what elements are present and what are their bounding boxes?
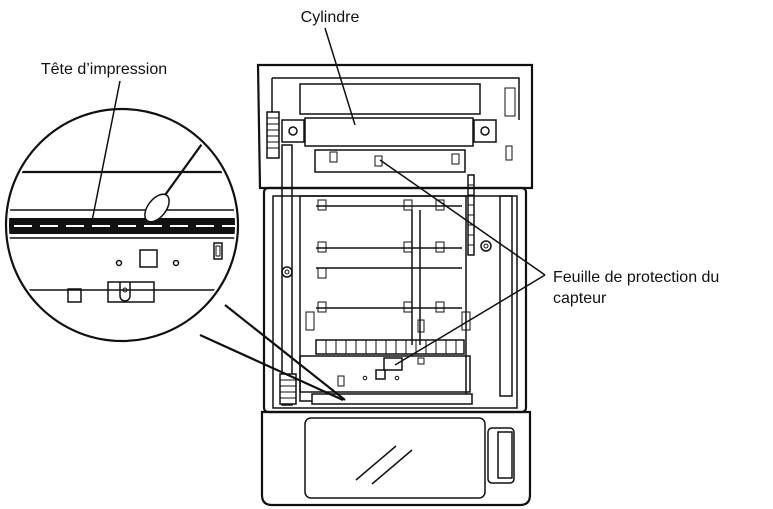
- screw-icon: [281, 266, 293, 278]
- label-sensor-sheet-line1: Feuille de protection du: [553, 269, 719, 286]
- label-sensor-sheet-line2: capteur: [553, 290, 607, 307]
- magnifier-circle: [4, 107, 240, 343]
- printer-base: [260, 410, 532, 507]
- callout-lines: [91, 27, 546, 366]
- screw-icon: [480, 240, 492, 252]
- label-print-head: Tête d’impression: [41, 61, 167, 78]
- printer-cover: [256, 63, 534, 190]
- sensor-protection-sheet: [375, 369, 386, 380]
- cotton-swab-tip: [144, 193, 170, 223]
- paper-window: [304, 417, 486, 499]
- print-head-strip: [311, 393, 473, 405]
- printer-body: [256, 63, 534, 507]
- gear-left: [266, 111, 280, 159]
- platen-cylinder: [304, 117, 474, 147]
- label-platen: Cylindre: [301, 9, 360, 26]
- magnified-detail: [4, 107, 346, 402]
